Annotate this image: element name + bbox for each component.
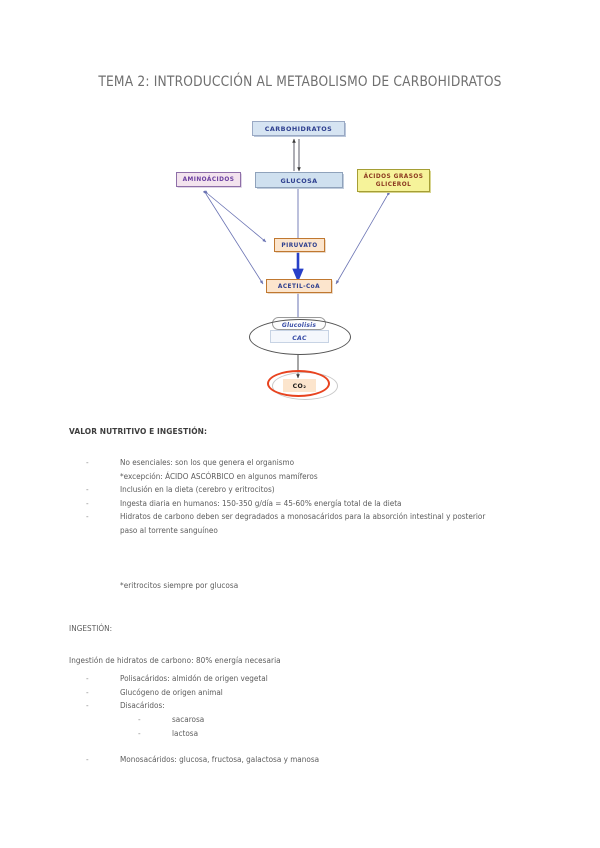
bullet-dash: - bbox=[86, 457, 89, 467]
bullet-dash: - bbox=[138, 714, 141, 724]
node-acetil-coa: ACETIL-CoA bbox=[266, 279, 332, 293]
heading-valor-nutritivo: VALOR NUTRITIVO E INGESTIÓN: bbox=[69, 426, 208, 436]
list-item: - Inclusión en la dieta (cerebro y eritr… bbox=[86, 483, 556, 497]
list-item-text: Disacáridos: bbox=[120, 700, 165, 711]
list-item-text: Hidratos de carbono deben ser degradados… bbox=[120, 511, 486, 522]
bullet-dash: - bbox=[86, 484, 89, 495]
node-cac: CAC bbox=[270, 330, 329, 343]
list-item: - Hidratos de carbono deben ser degradad… bbox=[86, 510, 556, 537]
valor-nutritivo-note: *eritrocitos siempre por glucosa bbox=[120, 580, 239, 590]
node-glucosa: GLUCOSA bbox=[255, 172, 343, 188]
bullet-dash: - bbox=[86, 686, 89, 697]
co2-highlight-ellipse bbox=[267, 370, 330, 397]
list-item-subtext: paso al torrente sanguíneo bbox=[120, 524, 218, 535]
page-title: TEMA 2: INTRODUCCIÓN AL METABOLISMO DE C… bbox=[98, 74, 502, 90]
node-carbohidratos: CARBOHIDRATOS bbox=[252, 121, 345, 136]
bullet-dash: - bbox=[86, 511, 89, 522]
bullet-dash: - bbox=[86, 673, 89, 683]
list-item: - Polisacáridos: almidón de origen veget… bbox=[86, 672, 556, 686]
list-item-text: No esenciales: son los que genera el org… bbox=[120, 457, 295, 467]
bullet-dash: - bbox=[138, 727, 141, 738]
list-item-subtext: *excepción: ÁCIDO ASCÓRBICO en algunos m… bbox=[120, 470, 318, 481]
node-piruvato: PIRUVATO bbox=[274, 238, 325, 252]
bullet-dash: - bbox=[86, 754, 89, 764]
valor-nutritivo-list: - No esenciales: son los que genera el o… bbox=[86, 456, 556, 538]
list-item: - Disacáridos: bbox=[86, 699, 556, 713]
heading-ingestion: INGESTIÓN: bbox=[69, 623, 113, 633]
list-item-text: Glucógeno de origen animal bbox=[120, 686, 223, 697]
ingestion-list: - Polisacáridos: almidón de origen veget… bbox=[86, 672, 556, 713]
list-item: - Ingesta diaria en humanos: 150-350 g/d… bbox=[86, 497, 556, 511]
bullet-dash: - bbox=[86, 700, 89, 711]
list-item: - lactosa bbox=[138, 727, 438, 741]
node-aminoacidos: AMINOÁCIDOS bbox=[176, 172, 241, 187]
list-item: - Glucógeno de origen animal bbox=[86, 686, 556, 700]
list-item-text: lactosa bbox=[172, 727, 199, 738]
list-item-text: Polisacáridos: almidón de origen vegetal bbox=[120, 673, 268, 683]
list-item: - sacarosa bbox=[138, 713, 438, 727]
ingestion-last-list: - Monosacáridos: glucosa, fructosa, gala… bbox=[86, 753, 556, 767]
list-item-text: Inclusión en la dieta (cerebro y eritroc… bbox=[120, 484, 275, 495]
ingestion-intro: Ingestión de hidratos de carbono: 80% en… bbox=[69, 655, 281, 665]
metabolism-diagram: CARBOHIDRATOS AMINOÁCIDOS GLUCOSA ÁCIDOS… bbox=[0, 112, 600, 412]
list-item: - Monosacáridos: glucosa, fructosa, gala… bbox=[86, 753, 556, 767]
node-co2: CO₂ bbox=[283, 379, 316, 392]
bullet-dash: - bbox=[86, 497, 89, 508]
list-item-text: Monosacáridos: glucosa, fructosa, galact… bbox=[120, 754, 320, 764]
node-acidos-grasos-line1: ÁCIDOS GRASOS bbox=[363, 174, 424, 180]
list-item-text: Ingesta diaria en humanos: 150-350 g/día… bbox=[120, 497, 402, 508]
list-item: - No esenciales: son los que genera el o… bbox=[86, 456, 556, 483]
ingestion-sublist: - sacarosa - lactosa bbox=[138, 713, 438, 740]
list-item-text: sacarosa bbox=[172, 714, 205, 724]
cac-ellipse bbox=[249, 319, 351, 355]
node-acidos-grasos-line2: GLICEROL bbox=[375, 182, 412, 189]
diagram-arrows bbox=[202, 138, 391, 379]
node-acidos-grasos-glicerol: ÁCIDOS GRASOS GLICEROL bbox=[357, 169, 430, 192]
